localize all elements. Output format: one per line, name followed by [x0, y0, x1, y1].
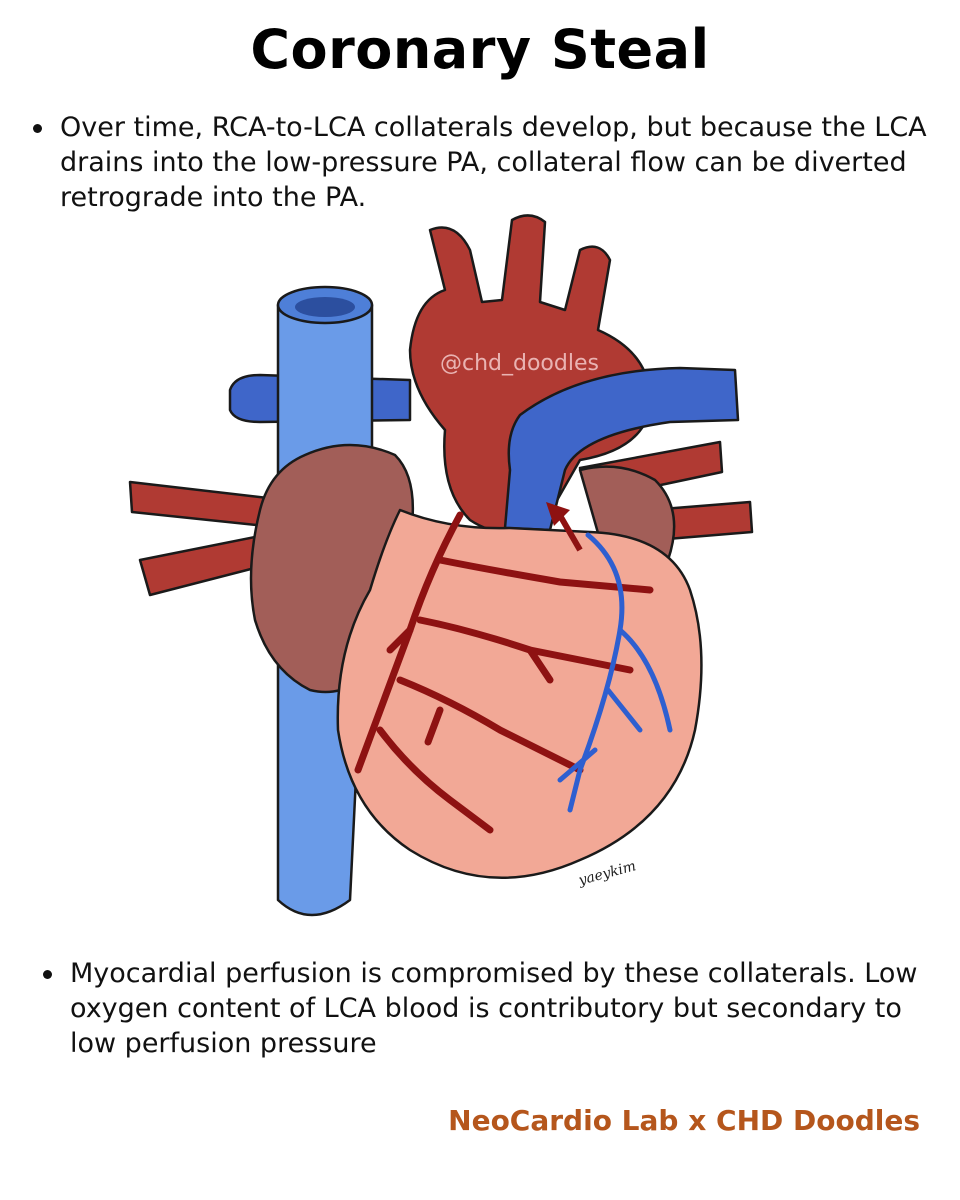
artist-signature: yaeykim	[576, 858, 638, 889]
bullet-collaterals: Over time, RCA-to-LCA collaterals develo…	[30, 110, 930, 215]
coronary-veins	[557, 532, 673, 813]
aortic-arch: @chd_doodles	[408, 214, 652, 535]
retrograde-flow-arrow	[546, 502, 583, 552]
coronary-arteries	[354, 511, 654, 834]
credit-text: NeoCardio Lab x CHD Doodles	[448, 1104, 920, 1137]
bullet-perfusion: Myocardial perfusion is compromised by t…	[40, 956, 930, 1061]
pulmonary-artery	[503, 366, 740, 532]
bottom-bullet-list: Myocardial perfusion is compromised by t…	[40, 956, 930, 1061]
heart-illustration: @chd_doodles yaeykim	[128, 214, 754, 917]
page-title: Coronary Steal	[250, 18, 710, 81]
top-bullet-list: Over time, RCA-to-LCA collaterals develo…	[30, 110, 930, 215]
ventricles	[336, 508, 703, 880]
watermark: @chd_doodles	[440, 351, 599, 376]
pulmonary-veins-left	[128, 480, 288, 597]
